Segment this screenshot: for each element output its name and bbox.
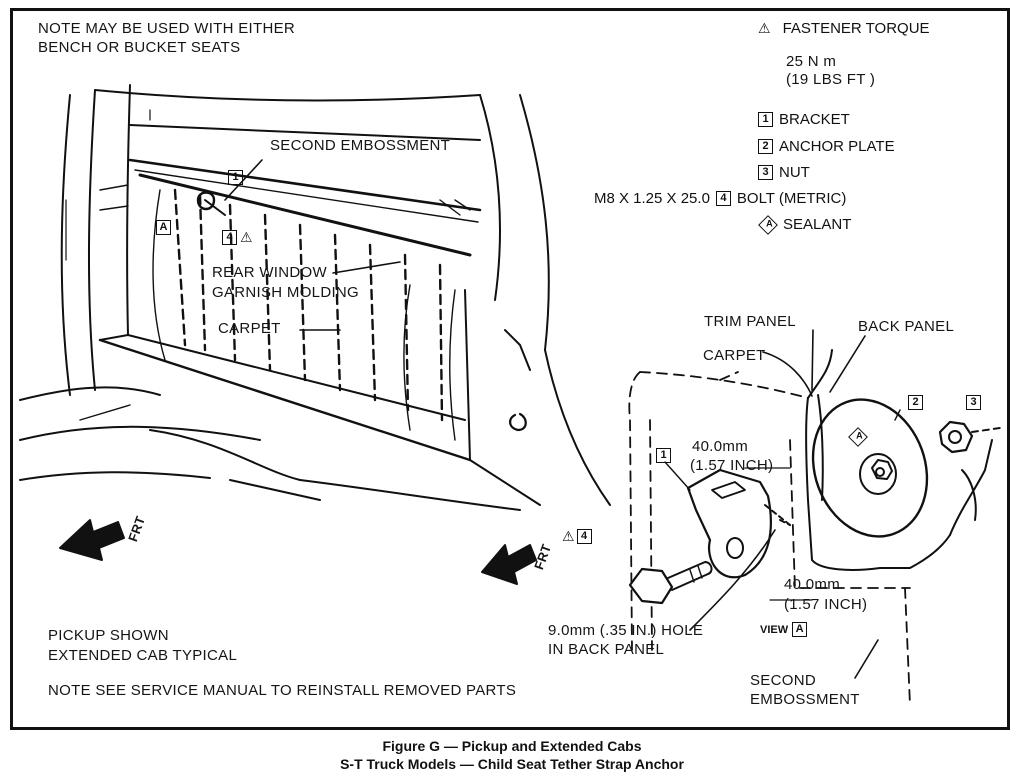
label-second-embossment: SECOND EMBOSSMENT (270, 137, 451, 154)
label-second-emb-line2: EMBOSSMENT (750, 691, 860, 708)
legend-item-bolt: M8 X 1.25 X 25.0 4 BOLT (METRIC) (594, 190, 847, 207)
legend-item-nut: 3 NUT (758, 164, 810, 181)
legend-item-anchor-plate: 2 ANCHOR PLATE (758, 138, 895, 155)
note-top-line1: NOTE MAY BE USED WITH EITHER (38, 20, 296, 37)
figure-frame (10, 8, 1010, 730)
frt-arrow-right (481, 544, 537, 585)
torque-value-metric: 25 N m (786, 53, 837, 70)
label-back-panel: BACK PANEL (858, 318, 955, 335)
label-carpet-left: CARPET (218, 320, 281, 337)
warning-triangle-icon: ⚠ (758, 20, 771, 36)
callout-2-right: 2 (908, 395, 923, 410)
note-bottom: NOTE SEE SERVICE MANUAL TO REINSTALL REM… (48, 682, 517, 699)
label-hole-line2: IN BACK PANEL (548, 641, 665, 658)
note-top-line2: BENCH OR BUCKET SEATS (38, 39, 241, 56)
legend-item-bracket: 1 BRACKET (758, 111, 850, 128)
sealant-diamond-icon: A (758, 214, 778, 235)
dimension-2-inch: (1.57 INCH) (784, 596, 868, 613)
dimension-1-mm: 40.0mm (692, 438, 748, 455)
dimension-1-inch: (1.57 INCH) (690, 457, 774, 474)
dimension-2-mm: 40.0mm (784, 576, 840, 593)
anchor-detail-drawing (628, 329, 1001, 706)
label-trim-panel: TRIM PANEL (704, 313, 796, 330)
fastener-torque-title: ⚠ FASTENER TORQUE (758, 20, 930, 37)
callout-1-right: 1 (656, 448, 671, 463)
label-rear-window-line1: REAR WINDOW (212, 264, 327, 281)
callout-4-right: ⚠ 4 (562, 528, 598, 545)
legend-item-sealant: A SEALANT (758, 214, 851, 235)
cab-interior-drawing (19, 84, 611, 511)
callout-3-right: 3 (966, 395, 981, 410)
warning-triangle-icon-left: ⚠ (240, 229, 253, 245)
callout-4-left: 4 (222, 230, 237, 245)
pickup-shown-line1: PICKUP SHOWN (48, 627, 169, 644)
figure-caption-line1: Figure G — Pickup and Extended Cabs (382, 738, 642, 754)
label-second-emb-line1: SECOND (750, 672, 816, 689)
pickup-shown-line2: EXTENDED CAB TYPICAL (48, 647, 238, 664)
view-a-label: VIEW A (760, 622, 813, 637)
torque-value-imperial: (19 LBS FT ) (786, 71, 876, 88)
frt-arrow-left (59, 519, 125, 561)
callout-1-left: 1 (228, 170, 243, 185)
label-carpet-right: CARPET (703, 347, 766, 364)
callout-a-left: A (156, 220, 171, 235)
label-rear-window-line2: GARNISH MOLDING (212, 284, 360, 301)
label-hole-line1: 9.0mm (.35 IN.) HOLE (548, 622, 704, 639)
warning-triangle-icon-right: ⚠ (562, 528, 575, 544)
figure-caption-line2: S-T Truck Models — Child Seat Tether Str… (340, 756, 684, 772)
